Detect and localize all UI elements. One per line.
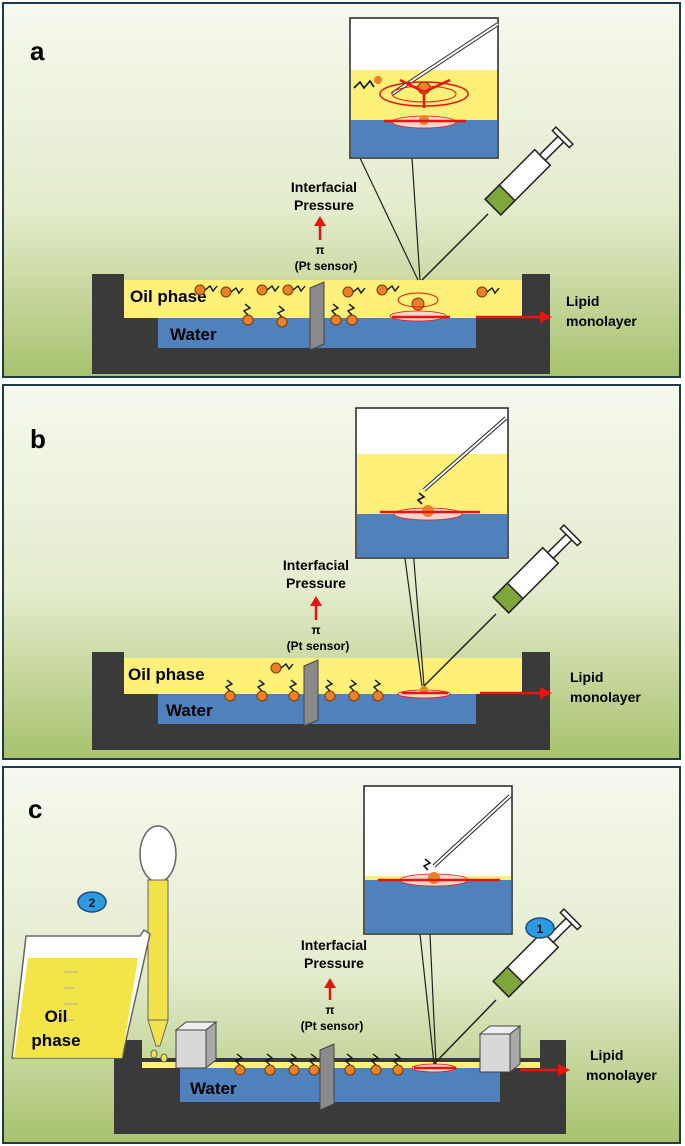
panel-b: b Oil phase Water Interfacial Pressure π…: [2, 384, 681, 760]
water-label: Water: [190, 1079, 237, 1098]
panel-a-diagram: a Oil phase Water: [30, 17, 637, 374]
pt-sensor-plate: [319, 1043, 335, 1111]
beaker: [11, 928, 151, 1059]
interfacial-pressure-label-2: Pressure: [286, 575, 346, 591]
interfacial-pressure-label-2: Pressure: [304, 955, 364, 971]
oil-phase: [124, 658, 522, 694]
panel-c: c Water: [2, 766, 681, 1144]
syringe: [421, 126, 574, 281]
pt-sensor-label: (Pt sensor): [295, 259, 358, 273]
lipid-label-2: monolayer: [586, 1067, 657, 1083]
water-subphase: [180, 1068, 500, 1102]
panel-label: c: [28, 794, 42, 824]
lipid-label-2: monolayer: [566, 313, 637, 329]
interfacial-pressure-label-1: Interfacial: [283, 557, 349, 573]
pi-symbol: π: [325, 1003, 334, 1017]
oil-phase-label: Oil phase: [130, 287, 207, 306]
beaker-label-1: Oil: [45, 1007, 68, 1026]
step-badge-2: [77, 891, 107, 913]
step-badge-2-label: 2: [89, 896, 96, 910]
panel-a: a Oil phase Water: [2, 2, 681, 378]
zoom-inset: [363, 785, 513, 935]
lipid-label-2: monolayer: [570, 689, 641, 705]
pt-sensor-label: (Pt sensor): [287, 639, 350, 653]
panel-c-diagram: c Water: [11, 785, 657, 1134]
zoom-inset: [349, 17, 500, 159]
syringe: [433, 908, 582, 1065]
lipid-label-1: Lipid: [570, 669, 603, 685]
pi-symbol: π: [311, 623, 320, 637]
step-badge-1-label: 1: [537, 922, 544, 936]
water-label: Water: [170, 325, 217, 344]
water-label: Water: [166, 701, 213, 720]
interfacial-pressure-label-2: Pressure: [294, 197, 354, 213]
lipid-molecules: [224, 662, 384, 702]
pi-symbol: π: [315, 243, 324, 257]
pipette: [139, 825, 177, 1063]
panel-label: a: [30, 36, 45, 66]
pt-sensor-plate: [309, 281, 325, 351]
beaker-label-2: phase: [31, 1031, 80, 1050]
syringe: [423, 524, 582, 687]
right-barrier: [478, 1024, 522, 1074]
lipid-label-1: Lipid: [590, 1047, 623, 1063]
left-barrier: [174, 1020, 218, 1070]
zoom-inset: [355, 407, 509, 559]
lipid-label-1: Lipid: [566, 293, 599, 309]
oil-film: [142, 1062, 540, 1068]
oil-phase-label: Oil phase: [128, 665, 205, 684]
pt-sensor-label: (Pt sensor): [301, 1019, 364, 1033]
panel-b-diagram: b Oil phase Water Interfacial Pressure π…: [30, 407, 641, 750]
panel-label: b: [30, 424, 46, 454]
interfacial-pressure-label-1: Interfacial: [301, 937, 367, 953]
interfacial-pressure-label-1: Interfacial: [291, 179, 357, 195]
pt-sensor-plate: [303, 659, 319, 727]
step-badge-1: [525, 917, 555, 939]
